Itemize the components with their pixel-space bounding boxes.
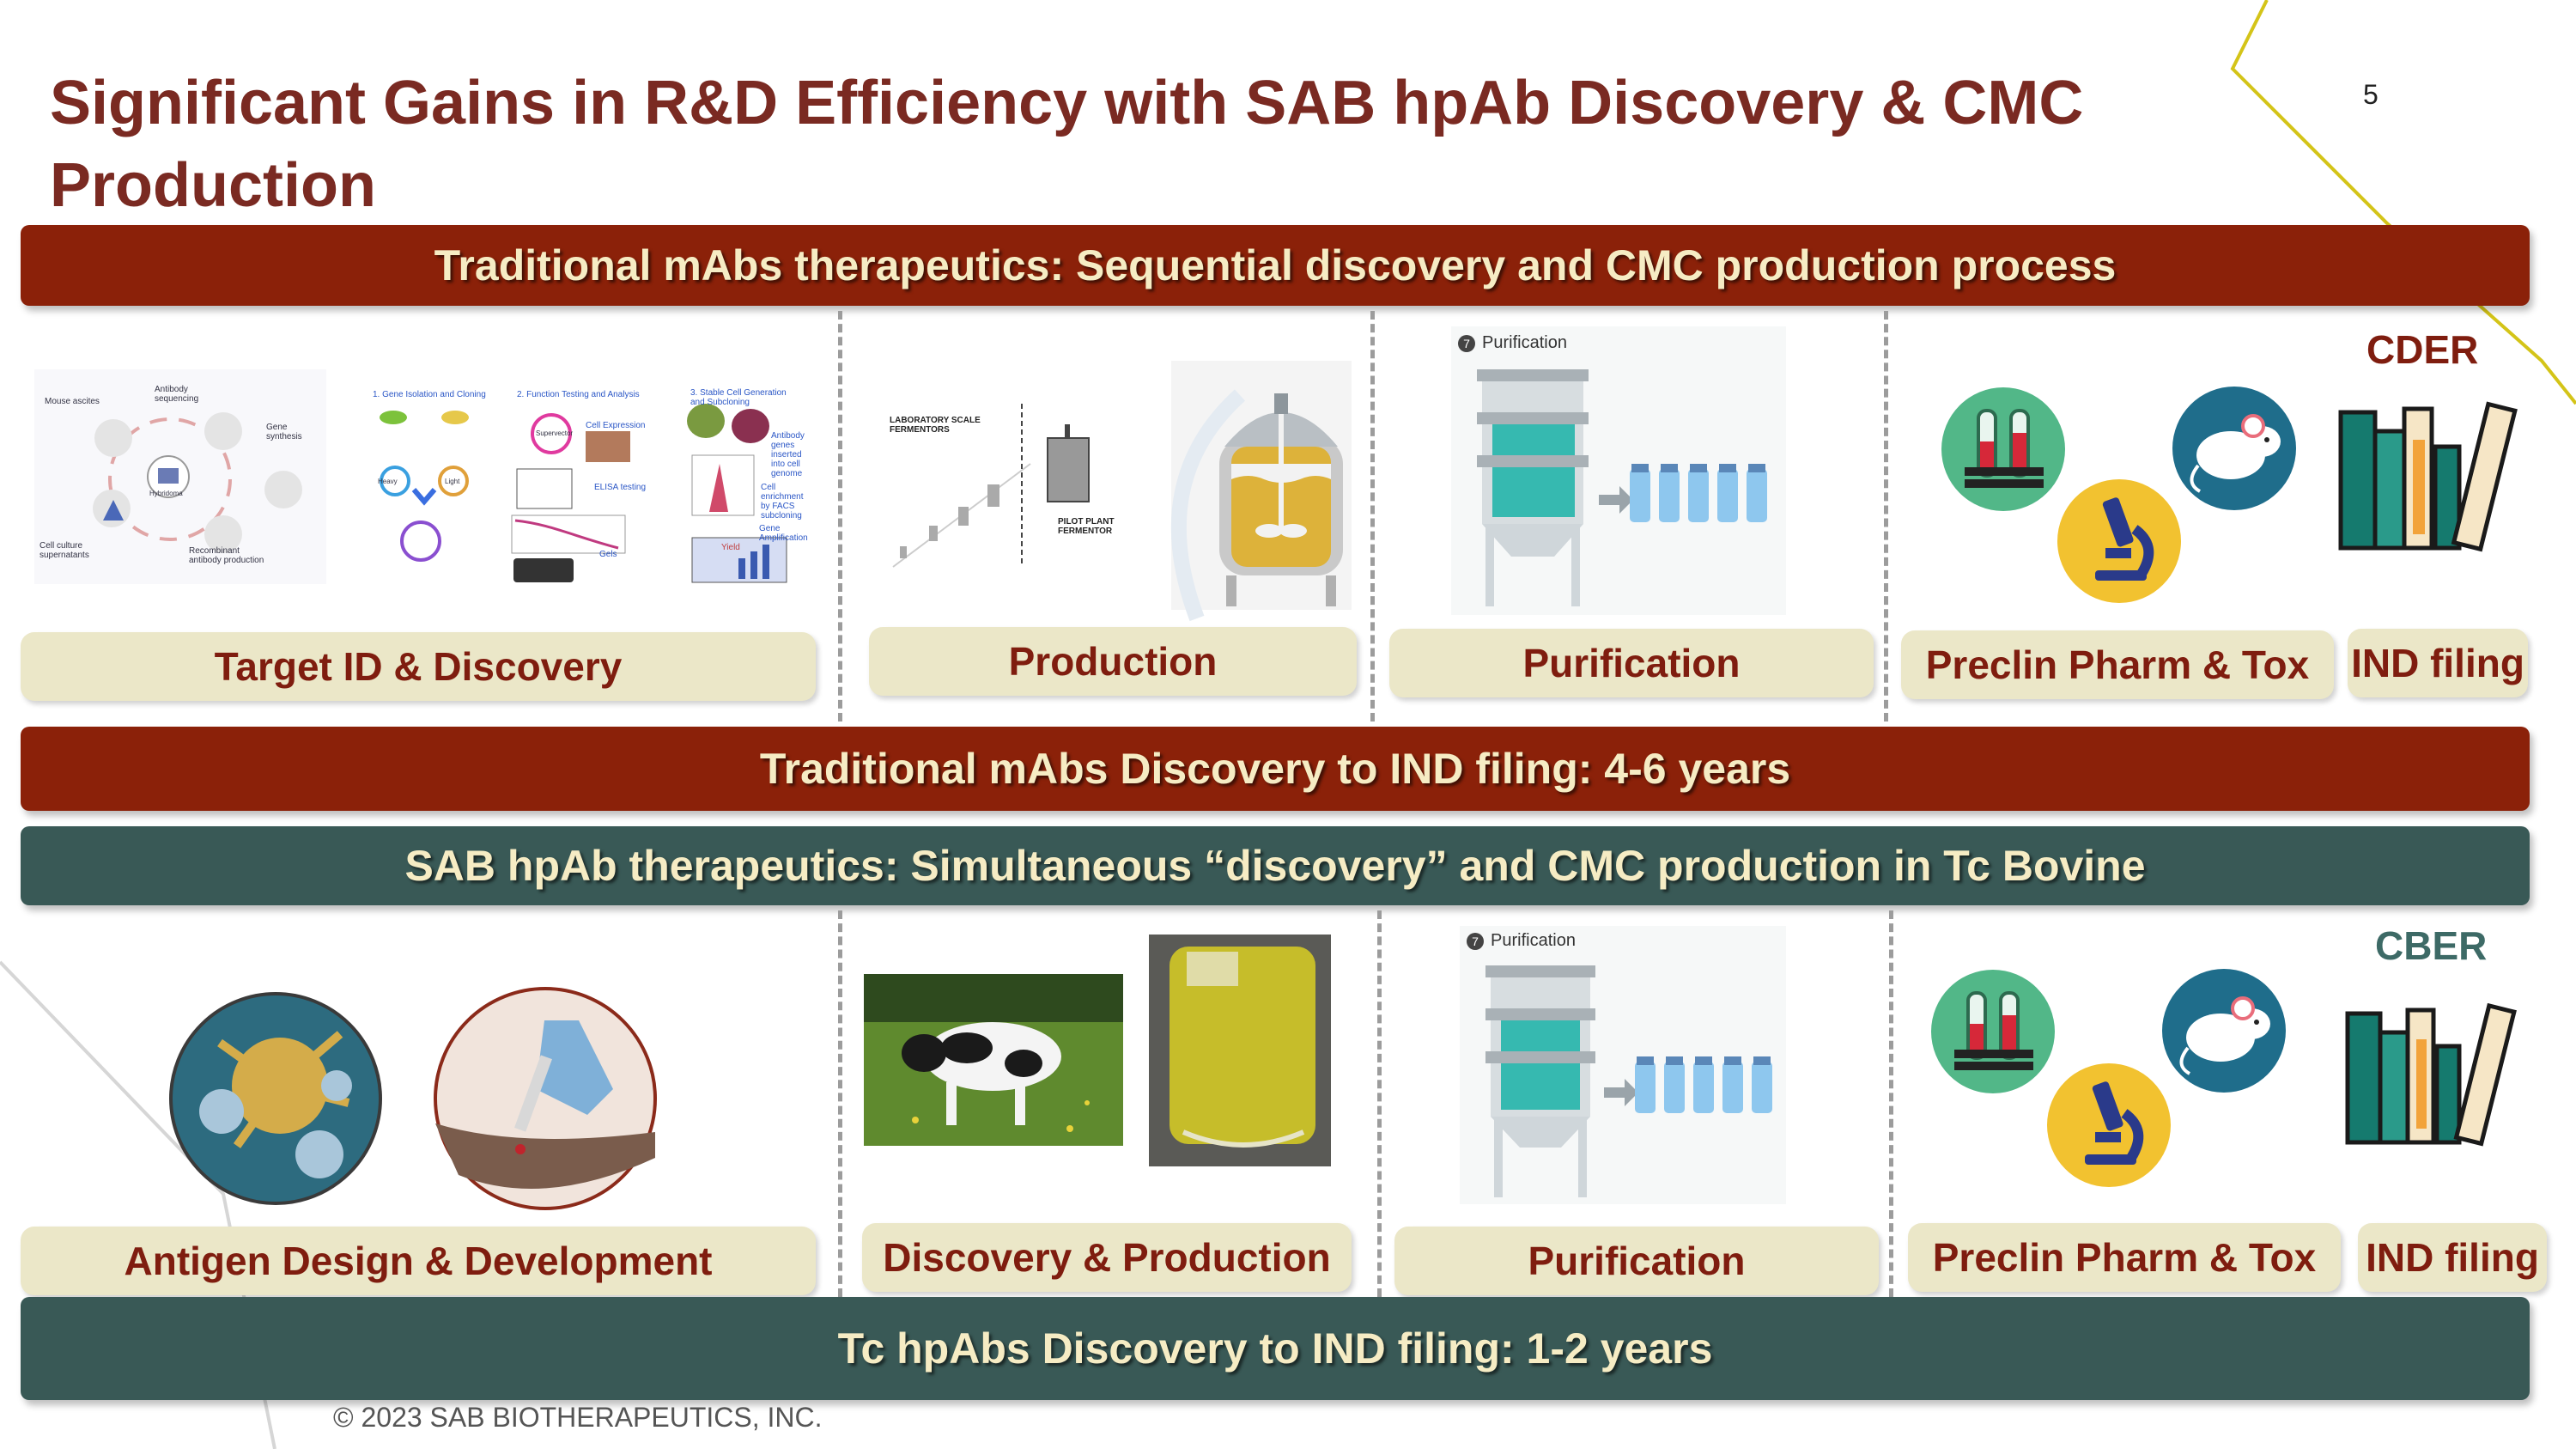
cber-label: CBER [2375, 923, 2488, 968]
cycle-label: Recombinant antibody production [189, 546, 264, 565]
antibody-engineering-process-diagram: 1. Gene Isolation and Cloning 2. Functio… [361, 387, 808, 588]
slide-title: Significant Gains in R&D Efficiency with… [50, 69, 2084, 220]
lab-mouse-icon [2172, 387, 2296, 510]
separator [1370, 311, 1375, 721]
step-label-purification: Purification [1389, 629, 1874, 697]
bioreactor-tank-icon [1170, 361, 1352, 622]
step-label-ind-filing: IND filing [2358, 1223, 2547, 1292]
fermentor-label: PILOT PLANT FERMENTOR [1058, 517, 1115, 536]
purification-step-label: Purification [1482, 333, 1567, 352]
process-label: Cell Expression [586, 421, 646, 430]
cder-label: CDER [2366, 327, 2479, 372]
process-label: Supervector [536, 429, 574, 437]
step-label-purification: Purification [1394, 1227, 1879, 1295]
process-label: Yield [721, 543, 740, 552]
sab-process-banner-text: SAB hpAb therapeutics: Simultaneous “dis… [404, 842, 2146, 890]
microscope-icon [2057, 479, 2181, 603]
purification-diagram: 7 Purification [1460, 926, 1786, 1204]
cycle-label: Gene synthesis [266, 423, 302, 441]
process-label: Gene Amplification [759, 524, 808, 543]
separator [838, 311, 842, 721]
page-number: 5 [2363, 79, 2379, 110]
separator [1884, 311, 1888, 721]
plasma-bag-image [1149, 935, 1331, 1166]
traditional-process-banner-text: Traditional mAbs therapeutics: Sequentia… [434, 241, 2117, 289]
books-icon [2345, 1002, 2517, 1147]
cycle-label: Hybridoma [149, 490, 183, 497]
process-label: Heavy [378, 478, 398, 485]
separator [1889, 910, 1893, 1297]
step-label-ind-filing: IND filing [2348, 629, 2528, 697]
process-label: 2. Function Testing and Analysis [517, 390, 640, 399]
step-label-production: Production [869, 627, 1357, 696]
fermentor-label: LABORATORY SCALE FERMENTORS [890, 416, 981, 435]
process-label: Antibody genes inserted into cell genome [771, 431, 805, 478]
lab-mouse-icon [2162, 969, 2286, 1093]
antibody-discovery-cycle-diagram: Mouse ascites Antibody sequencing Gene s… [34, 369, 326, 584]
test-tubes-icon [1931, 970, 2055, 1093]
step-label-preclin-pharm-tox: Preclin Pharm & Tox [1908, 1223, 2341, 1292]
traditional-timeline-banner-text: Traditional mAbs Discovery to IND filing… [759, 745, 1791, 793]
traditional-timeline-banner: Traditional mAbs Discovery to IND filing… [21, 727, 2530, 811]
immune-cells-image [169, 992, 382, 1205]
process-label: Light [445, 478, 460, 485]
sab-timeline-banner-text: Tc hpAbs Discovery to IND filing: 1-2 ye… [837, 1324, 1713, 1373]
cycle-label: Antibody sequencing [155, 385, 199, 404]
test-tubes-icon [1941, 387, 2065, 511]
cycle-label: Mouse ascites [45, 397, 100, 406]
purification-step-label: Purification [1491, 931, 1576, 950]
step-label-target-id-discovery: Target ID & Discovery [21, 632, 816, 701]
purification-diagram: 7 Purification [1451, 326, 1786, 615]
copyright-footer: © 2023 SAB BIOTHERAPEUTICS, INC. [333, 1402, 823, 1433]
process-label: 1. Gene Isolation and Cloning [373, 390, 486, 399]
separator [1377, 910, 1382, 1297]
traditional-process-banner: Traditional mAbs therapeutics: Sequentia… [21, 225, 2530, 306]
process-label: ELISA testing [594, 483, 647, 492]
step-label-preclin-pharm-tox: Preclin Pharm & Tox [1901, 630, 2334, 699]
sab-timeline-banner: Tc hpAbs Discovery to IND filing: 1-2 ye… [21, 1297, 2530, 1400]
step-label-discovery-production: Discovery & Production [862, 1223, 1352, 1292]
purification-step-number: 7 [1467, 933, 1484, 950]
injection-image [434, 987, 657, 1210]
step-label-antigen-design-development: Antigen Design & Development [21, 1227, 816, 1295]
microscope-icon [2047, 1063, 2171, 1187]
process-label: Cell enrichment by FACS subcloning [761, 483, 804, 521]
books-icon [2338, 401, 2518, 552]
separator [838, 910, 842, 1297]
tc-bovine-cow-image [864, 974, 1123, 1146]
sab-process-banner: SAB hpAb therapeutics: Simultaneous “dis… [21, 826, 2530, 905]
cycle-label: Cell culture supernatants [39, 541, 89, 560]
fermentor-scale-up-diagram: LABORATORY SCALE FERMENTORS PILOT PLANT … [876, 395, 1133, 575]
purification-step-number: 7 [1458, 335, 1475, 352]
process-label: Gels [599, 550, 617, 559]
process-label: 3. Stable Cell Generation and Subcloning [690, 388, 787, 407]
